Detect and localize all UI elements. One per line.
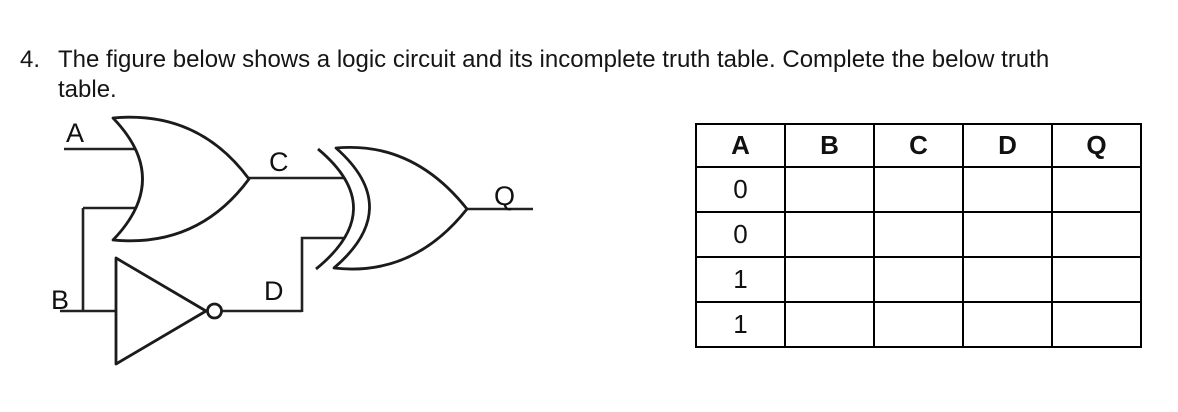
truth-table-cell: 1 [695,256,786,303]
xor-gate-input-arc [315,147,355,271]
truth-table-header-c: C [873,123,964,168]
truth-table-cell [873,211,964,258]
xor-gate-body [332,145,469,271]
truth-table-header-d: D [962,123,1053,168]
question-text-line1: The figure below shows a logic circuit a… [58,46,1050,73]
truth-table-cell: 0 [695,211,786,258]
truth-table-cell: 0 [695,166,786,213]
truth-table-cell [1051,301,1142,348]
truth-table-row-1: 0 [695,166,1142,213]
not-gate-triangle [114,256,208,366]
truth-table-header-q: Q [1051,123,1142,168]
truth-table: A B C D Q 0 0 1 [695,123,1142,348]
label-node-c: C [269,147,289,177]
truth-table-cell [784,166,875,213]
truth-table-cell [962,166,1053,213]
truth-table-header-row: A B C D Q [695,123,1142,168]
truth-table-row-3: 1 [695,256,1142,303]
not-gate-bubble [206,302,223,320]
truth-table-cell: 1 [695,301,786,348]
truth-table-cell [962,211,1053,258]
question-text-line2: table. [58,76,117,103]
label-input-b: B [51,285,69,315]
truth-table-cell [784,211,875,258]
truth-table-cell [1051,166,1142,213]
truth-table-row-2: 0 [695,211,1142,258]
question-text: The figure below shows a logic circuit a… [58,45,1049,105]
wire-node-d-connector [300,236,344,312]
question: 4. The figure below shows a logic circui… [20,45,1049,105]
truth-table-cell [1051,211,1142,258]
label-input-a: A [66,118,84,148]
question-number: 4. [20,46,41,73]
truth-table-cell [873,166,964,213]
label-output-q: Q [494,181,515,211]
label-node-d: D [264,276,284,306]
or-gate [111,115,251,243]
truth-table-header-b: B [784,123,875,168]
truth-table-cell [962,256,1053,303]
truth-table-header-a: A [695,123,786,168]
truth-table-cell [962,301,1053,348]
truth-table-cell [784,301,875,348]
truth-table-cell [873,301,964,348]
truth-table-cell [873,256,964,303]
truth-table-cell [1051,256,1142,303]
truth-table-cell [784,256,875,303]
logic-circuit-diagram: A B C D Q [51,115,533,366]
truth-table-row-4: 1 [695,301,1142,348]
